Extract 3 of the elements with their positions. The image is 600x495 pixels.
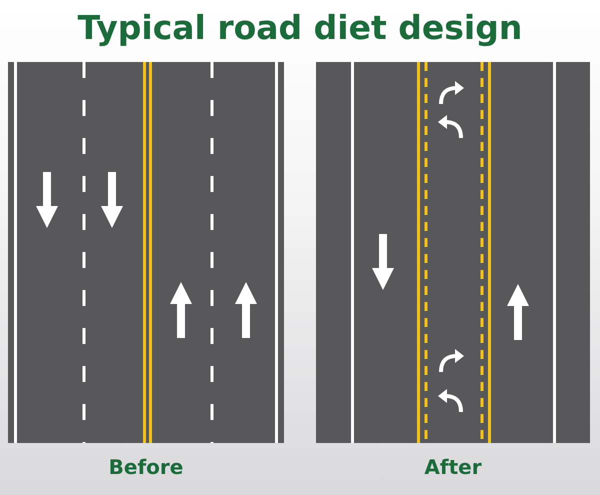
- caption: After: [423, 455, 483, 479]
- title: Typical road diet design: [76, 8, 524, 47]
- caption: Before: [108, 455, 184, 479]
